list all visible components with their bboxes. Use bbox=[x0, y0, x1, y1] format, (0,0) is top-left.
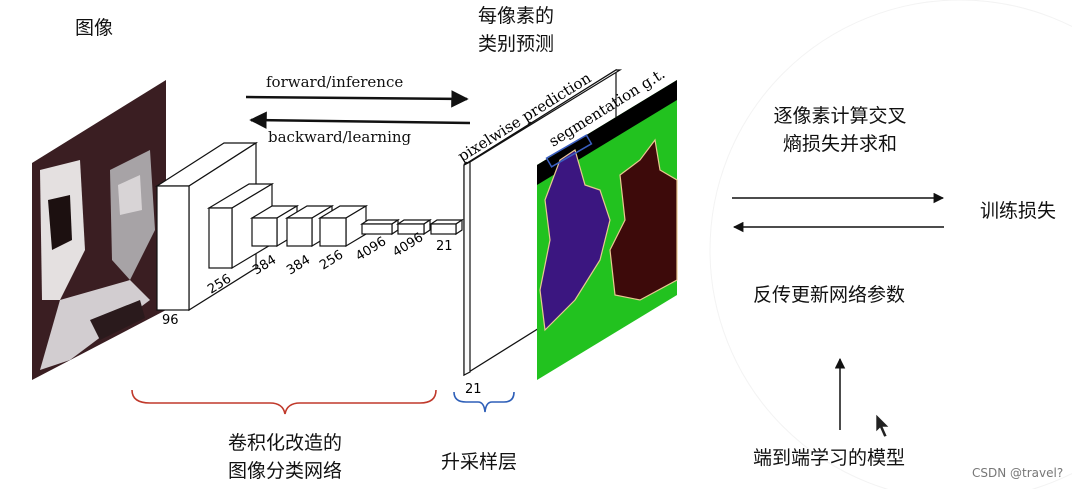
backprop-label: 反传更新网络参数 bbox=[753, 284, 906, 306]
per-pixel-line1: 每像素的 bbox=[477, 5, 554, 27]
layer-size-4096b: 4096 bbox=[390, 230, 426, 260]
layer-size-256b: 256 bbox=[317, 248, 346, 274]
upsample-brace bbox=[453, 391, 515, 413]
conv-network-label: 卷积化改造的 图像分类网络 bbox=[200, 429, 370, 485]
per-pixel-line2: 类别预测 bbox=[477, 33, 554, 55]
layer-size-96: 96 bbox=[162, 313, 179, 328]
layer-block-21 bbox=[429, 218, 464, 236]
forward-arrow bbox=[245, 90, 469, 108]
cross-entropy-line1: 逐像素计算交叉 bbox=[773, 105, 907, 127]
layer-size-384b: 384 bbox=[284, 253, 313, 279]
conv-line2: 图像分类网络 bbox=[227, 460, 342, 482]
per-pixel-prediction-label: 每像素的 类别预测 bbox=[456, 2, 576, 58]
cross-entropy-line2: 熵损失并求和 bbox=[782, 133, 897, 155]
segmentation-gt bbox=[537, 80, 678, 380]
forward-label: forward/inference bbox=[266, 73, 404, 91]
layer-block-4096a bbox=[360, 218, 400, 236]
backward-arrow bbox=[249, 111, 471, 129]
layer-size-21: 21 bbox=[436, 239, 453, 254]
train-loss-label: 训练损失 bbox=[980, 200, 1057, 222]
layer-block-4096b bbox=[396, 218, 432, 236]
conv-line1: 卷积化改造的 bbox=[227, 432, 342, 454]
cursor-icon bbox=[875, 413, 890, 438]
watermark: CSDN @travel? bbox=[972, 466, 1064, 480]
layer-block-256b bbox=[317, 204, 369, 248]
image-label: 图像 bbox=[75, 17, 114, 39]
upsample-label: 升采样层 bbox=[441, 451, 518, 473]
conv-brace bbox=[131, 389, 437, 415]
background-arc bbox=[709, 0, 1072, 489]
end-to-end-label: 端到端学习的模型 bbox=[753, 447, 906, 469]
backward-label: backward/learning bbox=[268, 128, 412, 146]
cross-entropy-label: 逐像素计算交叉 熵损失并求和 bbox=[745, 102, 935, 158]
output-size-21: 21 bbox=[465, 382, 482, 397]
input-image bbox=[32, 80, 166, 380]
